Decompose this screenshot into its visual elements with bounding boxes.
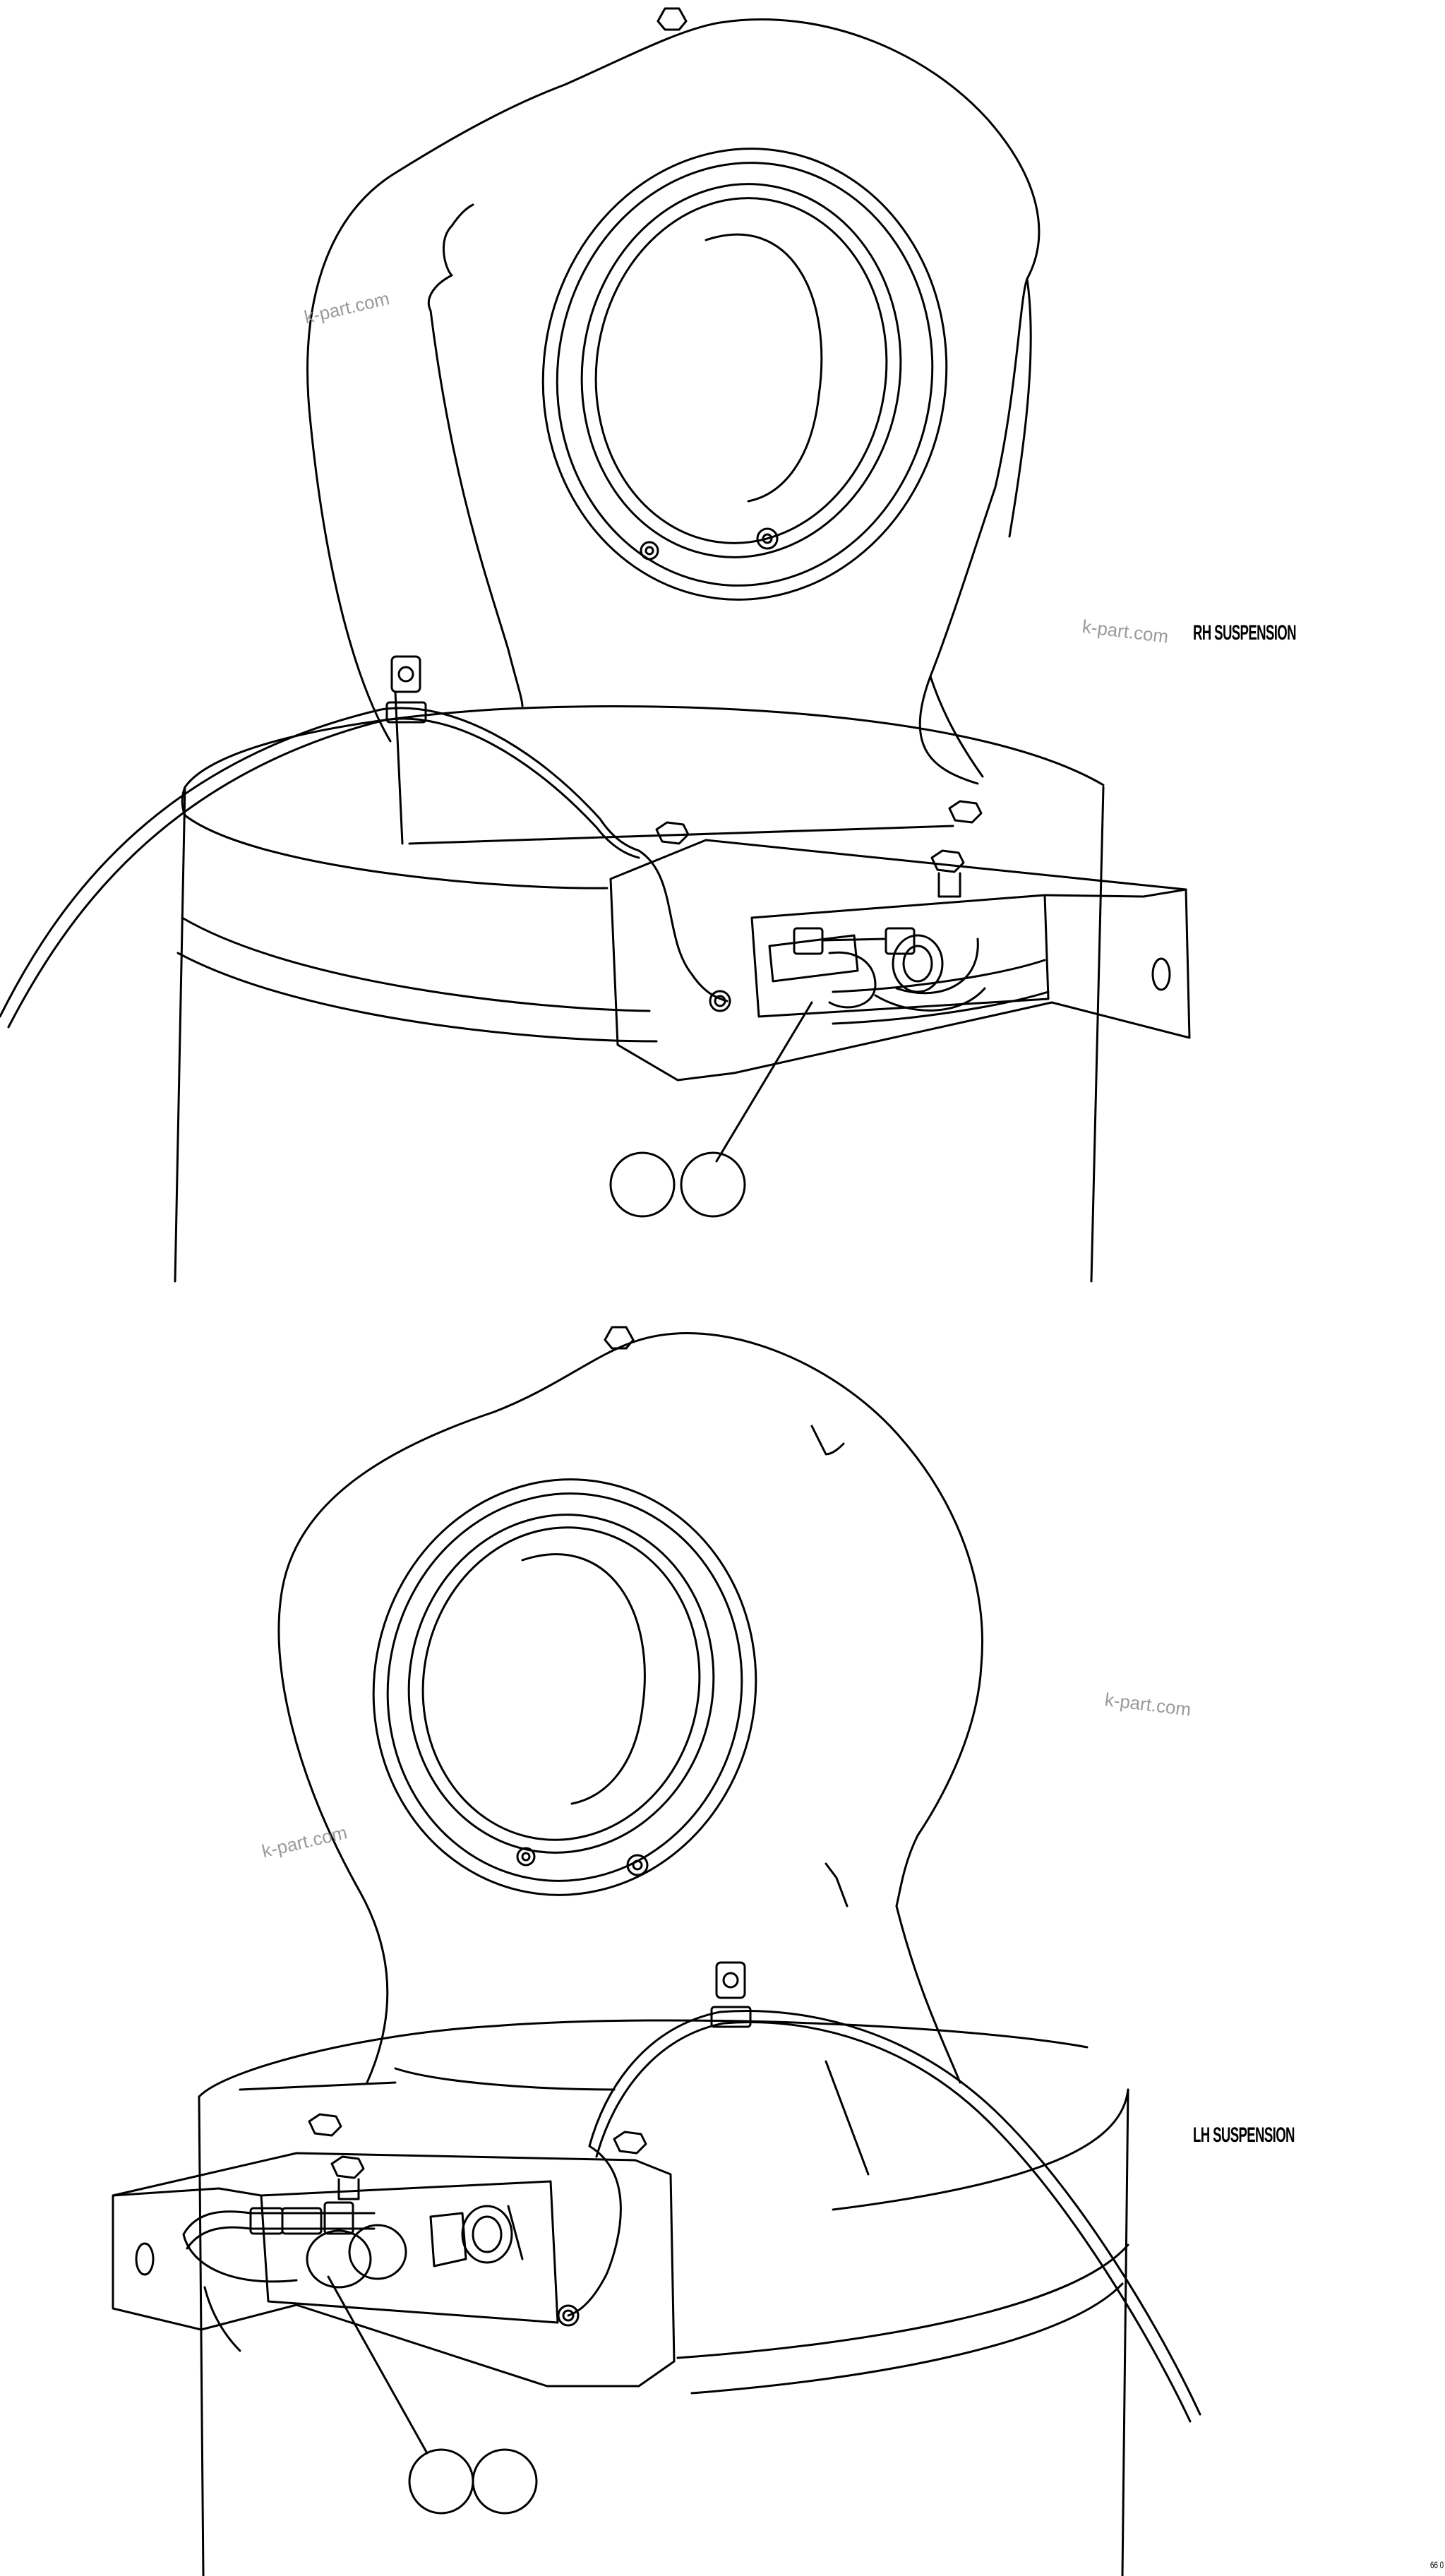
lh-callout-balloon-1 xyxy=(408,2448,474,2515)
rh-suspension-label: RH SUSPENSION xyxy=(1193,621,1297,645)
rh-cylinder-body xyxy=(174,705,1105,1283)
rh-callout-balloon-1 xyxy=(609,1151,676,1218)
sheet-reference: 66 0 xyxy=(1430,2559,1444,2570)
lh-callout xyxy=(327,2275,538,2515)
lh-suspension-label: LH SUSPENSION xyxy=(1193,2123,1295,2147)
lh-hose xyxy=(567,1961,1201,2423)
rh-sensor-assembly xyxy=(768,927,986,1012)
lh-suspension-view xyxy=(112,1326,1201,2576)
lh-eye-head xyxy=(239,1326,983,2176)
lh-bracket xyxy=(112,2113,676,2388)
rh-callout xyxy=(609,1001,813,1218)
rh-bracket xyxy=(609,800,1191,1082)
rh-callout-balloon-2 xyxy=(680,1151,746,1218)
rh-hose xyxy=(0,655,729,1029)
rh-suspension-view xyxy=(0,7,1191,1283)
lh-callout-balloon-2 xyxy=(472,2448,538,2515)
lh-cylinder-body xyxy=(198,2019,1129,2576)
lh-sensor-assembly xyxy=(182,2201,524,2289)
rh-eye-head xyxy=(306,7,1041,845)
